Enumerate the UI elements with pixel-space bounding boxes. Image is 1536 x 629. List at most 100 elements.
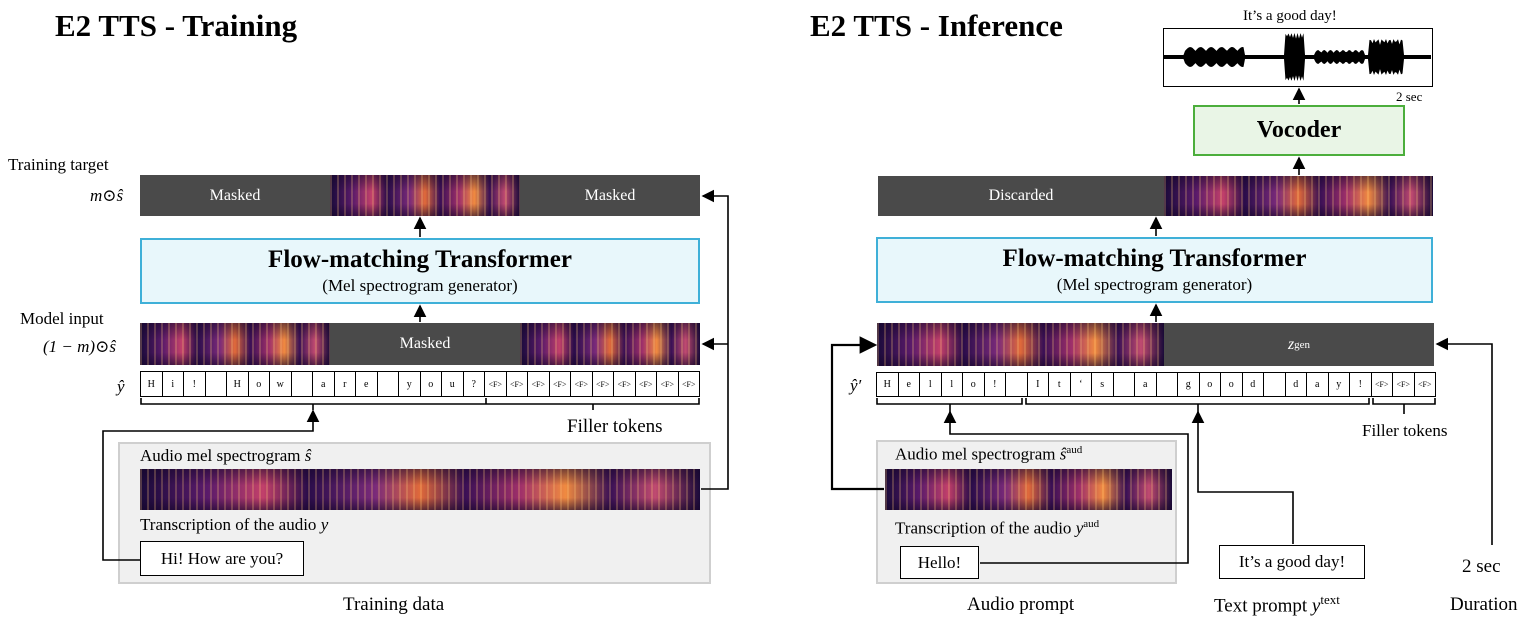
token-cell: d bbox=[1286, 373, 1307, 396]
filler-token-cell: <F> bbox=[682, 379, 696, 389]
token-cell bbox=[206, 372, 227, 396]
filler-token-cell: <F> bbox=[593, 372, 614, 396]
training-filler-label: Filler tokens bbox=[567, 416, 663, 437]
inference-title: E2 TTS - Inference bbox=[810, 8, 1063, 43]
filler-token-cell: <F> bbox=[636, 372, 657, 396]
training-target-label: Training target bbox=[8, 155, 109, 174]
inference-filler-label: Filler tokens bbox=[1362, 421, 1448, 440]
training-target-math: m⊙ŝ bbox=[90, 186, 124, 205]
token-cell: u bbox=[442, 372, 464, 396]
token-cell: d bbox=[1243, 373, 1264, 396]
training-transcription-box: Hi! How are you? bbox=[140, 541, 304, 576]
token-cell: l bbox=[942, 373, 963, 396]
waveform-duration: 2 sec bbox=[1396, 89, 1423, 104]
token-cell: a bbox=[1135, 373, 1157, 396]
vocoder-box: Vocoder bbox=[1193, 105, 1405, 156]
input-spectrogram-left bbox=[140, 323, 330, 365]
filler-token-cell: <F> bbox=[1393, 373, 1415, 396]
duration-caption: Duration bbox=[1450, 594, 1518, 615]
inference-audio-spectrogram bbox=[885, 469, 1172, 510]
token-cell: e bbox=[899, 373, 920, 396]
filler-token-cell: <F> bbox=[571, 372, 593, 396]
generated-spectrogram bbox=[1164, 176, 1433, 216]
filler-token-cell: <F> bbox=[657, 372, 679, 396]
filler-token-cell: <F> bbox=[1418, 380, 1432, 389]
token-cell bbox=[292, 372, 313, 396]
filler-token-cell: <F> bbox=[1372, 373, 1393, 396]
inference-audio-label: Audio mel spectrogram ŝaud bbox=[895, 444, 1083, 464]
waveform-graphic bbox=[1164, 33, 1431, 81]
fmt-title: Flow-matching Transformer bbox=[268, 246, 572, 273]
token-cell: s bbox=[1092, 373, 1114, 396]
input-spectrogram-right bbox=[520, 323, 700, 365]
arrow-text-prompt-to-tokens bbox=[1191, 410, 1294, 544]
training-title: E2 TTS - Training bbox=[55, 8, 298, 43]
target-spectrogram bbox=[330, 175, 520, 216]
token-cell: I bbox=[1028, 373, 1049, 396]
filler-token-cell: <F> bbox=[485, 372, 507, 396]
training-data-caption: Training data bbox=[343, 594, 445, 615]
token-cell: y bbox=[1329, 373, 1350, 396]
fmt-subtitle: (Mel spectrogram generator) bbox=[1056, 275, 1253, 294]
token-cell: r bbox=[335, 372, 356, 396]
inference-token-brackets bbox=[876, 398, 1436, 405]
output-waveform bbox=[1163, 28, 1433, 87]
token-cell: t bbox=[1049, 373, 1071, 396]
training-flow-matching-transformer: Flow-matching Transformer (Mel spectrogr… bbox=[140, 238, 700, 304]
audio-prompt-caption: Audio prompt bbox=[967, 594, 1075, 615]
token-cell: l bbox=[920, 373, 942, 396]
token-cell: o bbox=[1200, 373, 1221, 396]
token-cell: H bbox=[141, 372, 163, 396]
training-transcription-label: Transcription of the audio y bbox=[140, 515, 329, 534]
target-masked-right: Masked bbox=[520, 175, 700, 216]
token-cell: e bbox=[356, 372, 378, 396]
filler-token-cell: <F> bbox=[507, 372, 528, 396]
input-masked: Masked bbox=[330, 323, 520, 365]
fmt-subtitle: (Mel spectrogram generator) bbox=[322, 276, 518, 295]
waveform-shape bbox=[1164, 33, 1431, 81]
arrow-duration-to-zgen bbox=[1435, 337, 1493, 545]
target-masked-left: Masked bbox=[140, 175, 330, 216]
model-input-label: Model input bbox=[20, 309, 104, 328]
token-cell bbox=[378, 372, 399, 396]
token-cell: ! bbox=[985, 373, 1006, 396]
prompt-spectrogram bbox=[877, 323, 1164, 366]
token-cell bbox=[1006, 373, 1028, 396]
training-audio-label: Audio mel spectrogram ŝ bbox=[140, 446, 312, 465]
training-tokens-math: ŷ bbox=[117, 377, 125, 396]
model-input-math: (1 − m)⊙ŝ bbox=[43, 337, 116, 356]
inference-tokens-math: ŷ′ bbox=[850, 376, 862, 395]
filler-token-cell: <F> bbox=[550, 372, 571, 396]
token-cell: o bbox=[963, 373, 985, 396]
duration-value: 2 sec bbox=[1462, 556, 1501, 577]
token-cell: o bbox=[1221, 373, 1243, 396]
token-cell: y bbox=[399, 372, 421, 396]
token-cell bbox=[1157, 373, 1178, 396]
token-cell: g bbox=[1178, 373, 1200, 396]
token-cell: H bbox=[877, 373, 899, 396]
token-cell: w bbox=[270, 372, 292, 396]
token-cell: ! bbox=[184, 372, 206, 396]
text-prompt-caption: Text prompt ytext bbox=[1214, 592, 1340, 617]
token-cell: H bbox=[227, 372, 249, 396]
token-cell bbox=[1264, 373, 1286, 396]
filler-token-cell: <F> bbox=[528, 372, 550, 396]
token-cell: i bbox=[163, 372, 184, 396]
discarded-block: Discarded bbox=[878, 176, 1164, 216]
text-prompt-box: It’s a good day! bbox=[1219, 545, 1365, 579]
token-cell: ‘ bbox=[1071, 373, 1092, 396]
token-cell: o bbox=[249, 372, 270, 396]
token-cell: ! bbox=[1350, 373, 1372, 396]
token-cell: a bbox=[313, 372, 335, 396]
filler-token-cell: <F> bbox=[614, 372, 636, 396]
fmt-title: Flow-matching Transformer bbox=[1002, 245, 1307, 272]
inference-flow-matching-transformer: Flow-matching Transformer (Mel spectrogr… bbox=[876, 237, 1433, 303]
training-token-brackets bbox=[140, 398, 700, 405]
waveform-text: It’s a good day! bbox=[1243, 8, 1337, 24]
token-cell: a bbox=[1307, 373, 1329, 396]
audio-prompt-text-box: Hello! bbox=[900, 546, 979, 579]
token-cell: o bbox=[421, 372, 442, 396]
